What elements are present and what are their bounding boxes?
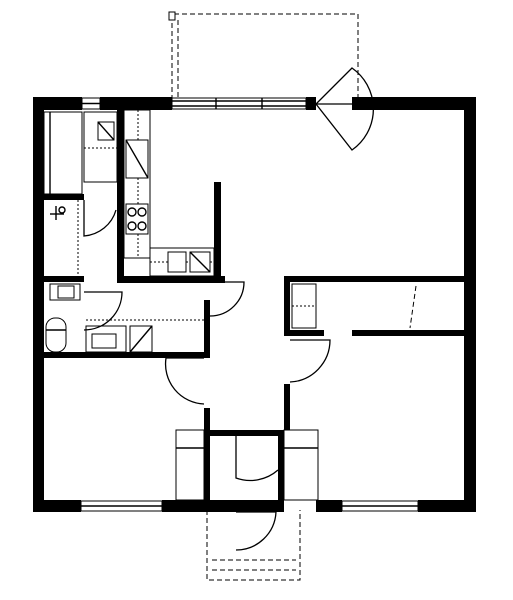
windows (80, 97, 419, 512)
balcony (168, 11, 359, 100)
wardrobes (175, 283, 417, 501)
exterior-walls (33, 97, 476, 512)
shower (50, 200, 79, 276)
kitchen (123, 109, 215, 277)
storage (43, 111, 118, 195)
interior-doors (83, 200, 331, 551)
balcony-door (315, 67, 374, 151)
bathroom (45, 283, 204, 353)
entrance-steps (206, 510, 301, 581)
